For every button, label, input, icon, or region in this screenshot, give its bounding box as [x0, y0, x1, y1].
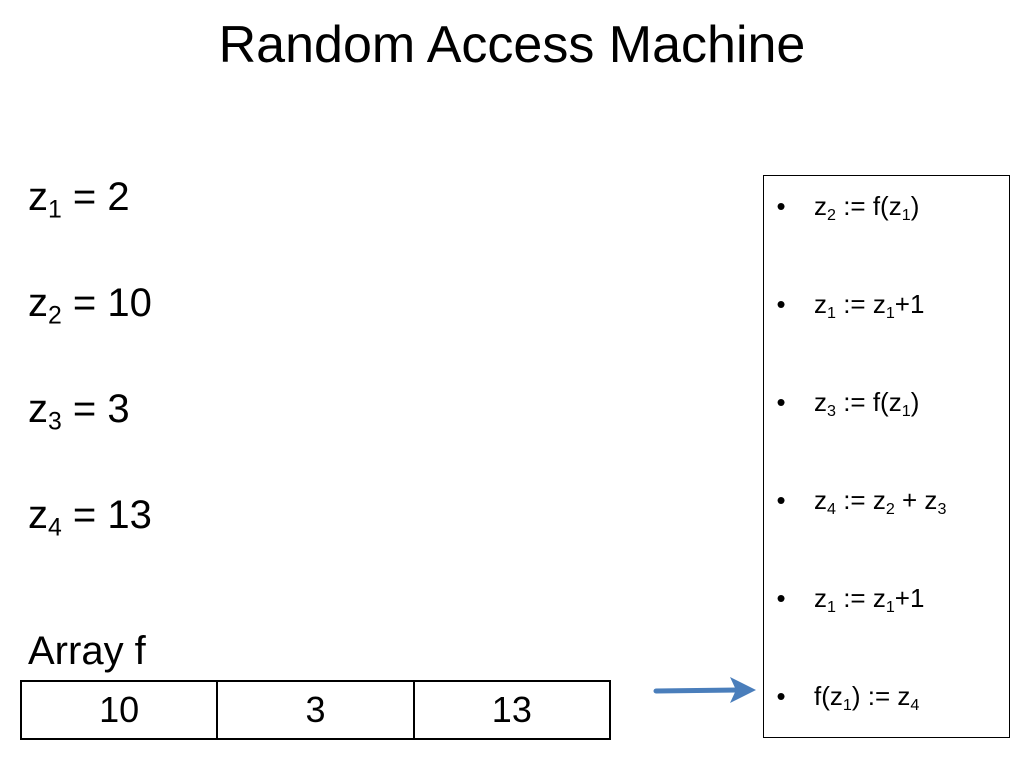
- arrow-head: [730, 677, 756, 703]
- program-line: • z4 := z2 + z3: [764, 480, 1009, 520]
- slide-title: Random Access Machine: [218, 16, 806, 74]
- program-line-current: • f(z1) := z4: [764, 676, 1009, 716]
- array-table: 10 3 13: [19, 680, 612, 740]
- instruction-text: z3 := f(z1): [814, 387, 920, 420]
- program-line: • z1 := z1+1: [764, 284, 1009, 324]
- register-z1: z1 = 2: [28, 175, 130, 224]
- array-cell: 13: [412, 680, 612, 740]
- instruction-text: z1 := z1+1: [814, 583, 925, 616]
- program-line: • z3 := f(z1): [764, 382, 1009, 422]
- instruction-text: f(z1) := z4: [814, 681, 920, 714]
- current-instruction-arrow-icon: [653, 677, 756, 703]
- bullet: •: [776, 681, 786, 711]
- bullet: •: [776, 583, 786, 613]
- program-line: • z2 := f(z1): [764, 186, 1009, 226]
- program-box: • z2 := f(z1) • z1 := z1+1 • z3 := f(z1)…: [763, 175, 1010, 738]
- bullet: •: [776, 289, 786, 319]
- instruction-text: z2 := f(z1): [814, 191, 920, 224]
- array-cell: 3: [216, 680, 415, 740]
- array-cell: 10: [19, 680, 219, 740]
- array-label: Array f: [28, 629, 146, 673]
- arrow-shaft: [653, 687, 741, 694]
- bullet: •: [776, 191, 786, 221]
- bullet: •: [776, 485, 786, 515]
- register-z3: z3 = 3: [28, 387, 130, 436]
- program-line: • z1 := z1+1: [764, 578, 1009, 618]
- register-z2: z2 = 10: [28, 281, 152, 330]
- bullet: •: [776, 387, 786, 417]
- register-z4: z4 = 13: [28, 493, 152, 542]
- instruction-text: z4 := z2 + z3: [814, 485, 947, 518]
- instruction-text: z1 := z1+1: [814, 289, 925, 322]
- array-row: 10 3 13: [19, 680, 612, 740]
